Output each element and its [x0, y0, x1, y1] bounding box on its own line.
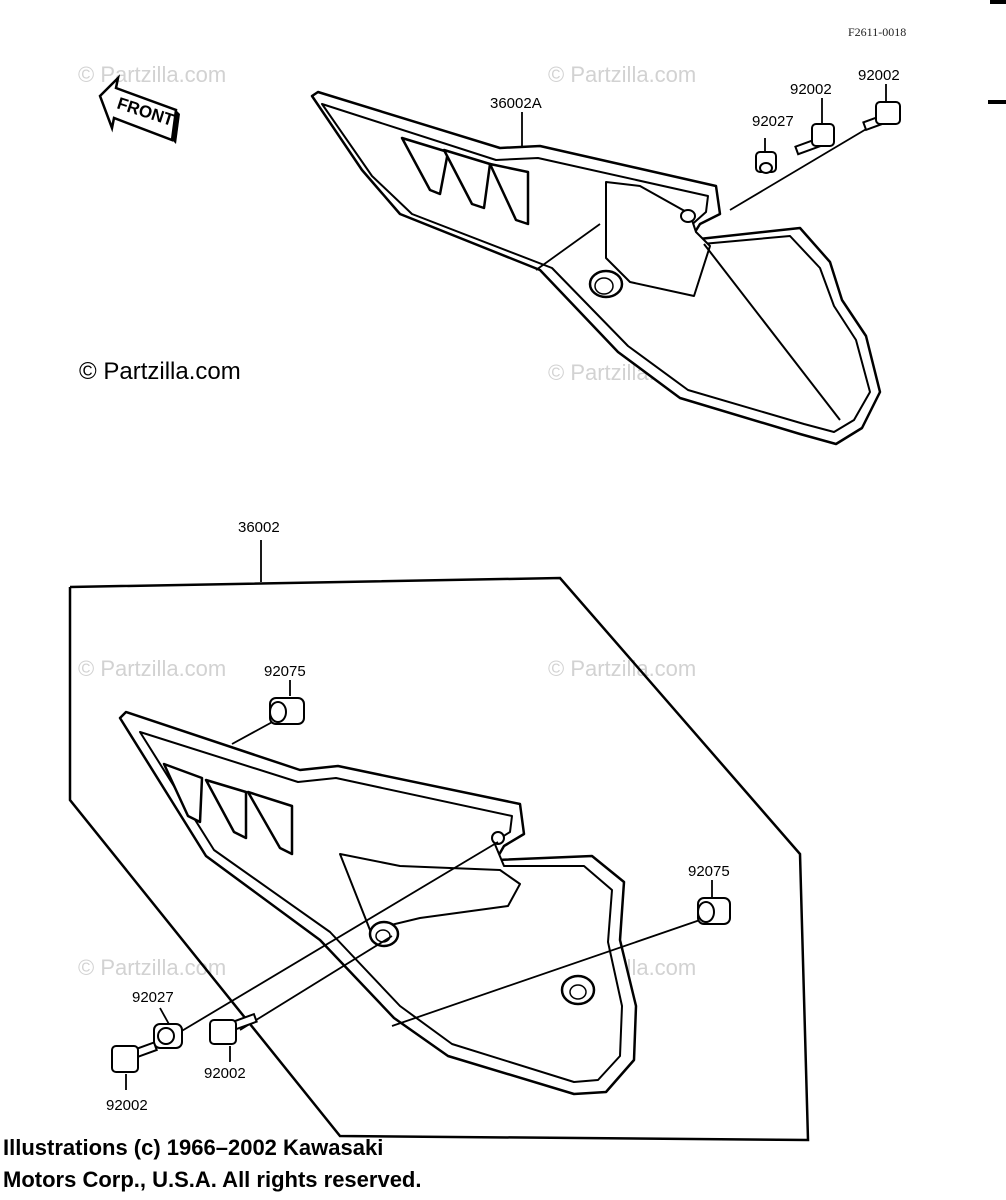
part-label-36002: 36002 [238, 519, 280, 536]
margin-mark [990, 0, 1006, 4]
footer-line-1: Illustrations (c) 1966–2002 Kawasaki [3, 1135, 384, 1160]
watermark: © Partzilla.com [78, 656, 226, 681]
bolt-92002-icon [111, 1045, 139, 1073]
margin-mark [988, 100, 1006, 104]
part-label-92002: 92002 [790, 81, 832, 98]
hardware-upper [755, 101, 901, 174]
bolt-92002-icon [209, 1019, 237, 1045]
footer-copyright: Illustrations (c) 1966–2002 Kawasaki Mot… [3, 1132, 421, 1196]
part-label-92075: 92075 [264, 663, 306, 680]
footer-line-2: Motors Corp., U.S.A. All rights reserved… [3, 1167, 422, 1192]
part-label-92002: 92002 [858, 67, 900, 84]
watermark: © Partzilla.com [548, 62, 696, 87]
leader-lines-upper [521, 84, 887, 271]
reference-code: F2611-0018 [848, 25, 906, 39]
part-label-92027: 92027 [752, 113, 794, 130]
copyright-notice: © Partzilla.com [79, 358, 241, 385]
bolt-92002-icon [811, 123, 835, 147]
part-label-92002: 92002 [204, 1065, 246, 1082]
leader-lines-lower [125, 680, 713, 1090]
front-arrow-icon: FRONT [98, 74, 180, 144]
part-label-92075: 92075 [688, 863, 730, 880]
hardware-lower [111, 697, 731, 1073]
bolt-92002-icon [875, 101, 901, 125]
watermarks: © Partzilla.com © Partzilla.com © Partzi… [78, 62, 696, 980]
assembly-frame-36002 [68, 540, 810, 1142]
watermark: © Partzilla.com [78, 62, 226, 87]
cover-36002-drawing [118, 710, 638, 1096]
cover-36002A-drawing [310, 90, 882, 446]
part-label-36002A: 36002A [490, 95, 542, 112]
watermark: © Partzilla.com [78, 955, 226, 980]
watermark: © Partzilla.com [548, 656, 696, 681]
part-label-92027: 92027 [132, 989, 174, 1006]
part-label-92002: 92002 [106, 1097, 148, 1114]
